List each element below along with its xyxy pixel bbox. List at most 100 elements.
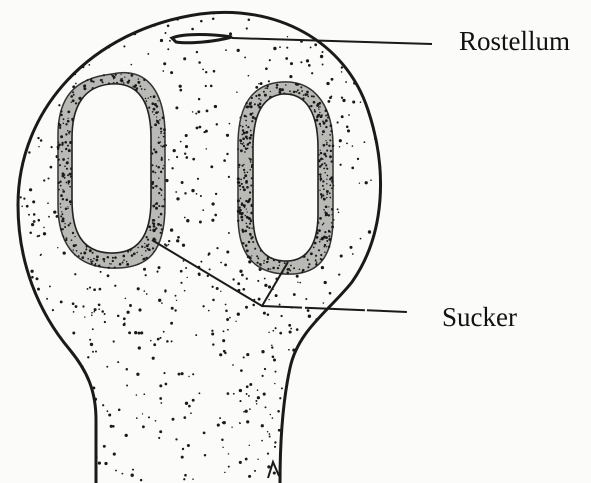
stipple-dot — [345, 81, 347, 83]
sucker-stipple-dot — [247, 126, 249, 128]
stipple-dot — [225, 49, 227, 51]
sucker-stipple-dot — [323, 153, 326, 156]
stipple-dot — [269, 433, 271, 435]
sucker-stipple-dot — [323, 222, 325, 224]
sucker-stipple-dot — [160, 232, 162, 234]
sucker-stipple-dot — [91, 262, 93, 264]
stipple-dot — [31, 276, 34, 279]
stipple-dot — [339, 139, 342, 142]
sucker-stipple-dot — [246, 226, 248, 228]
sucker-stipple-dot — [66, 199, 69, 202]
stipple-dot — [257, 389, 259, 391]
stipple-dot — [158, 437, 160, 439]
sucker-stipple-dot — [256, 255, 258, 257]
sucker-stipple-dot — [322, 134, 324, 136]
sucker-stipple-dot — [126, 263, 129, 266]
stipple-dot — [221, 439, 224, 442]
sucker-stipple-dot — [308, 263, 310, 265]
sucker-stipple-dot — [69, 186, 71, 188]
stipple-dot — [87, 288, 89, 290]
stipple-dot — [72, 332, 75, 335]
sucker-stipple-dot — [240, 189, 241, 190]
sucker-stipple-dot — [250, 134, 253, 137]
stipple-dot — [279, 332, 282, 335]
stipple-dot — [40, 139, 43, 142]
stipple-dot — [229, 123, 231, 125]
sucker-stipple-dot — [307, 96, 309, 98]
stipple-dot — [239, 422, 241, 424]
sucker-stipple-dot — [276, 84, 279, 87]
stipple-dot — [132, 469, 134, 471]
sucker-stipple-dot — [155, 172, 157, 174]
sucker-stipple-dot — [141, 246, 143, 248]
stipple-dot — [140, 331, 143, 334]
sucker-stipple-dot — [245, 222, 247, 224]
sucker-stipple-dot — [332, 183, 333, 184]
stipple-dot — [185, 156, 188, 159]
stipple-dot — [188, 405, 191, 408]
stipple-dot — [113, 340, 115, 342]
stipple-dot — [297, 281, 298, 282]
sucker-stipple-dot — [237, 181, 240, 184]
sucker-stipple-dot — [264, 94, 267, 97]
sucker-stipple-dot — [290, 265, 292, 267]
sucker-stipple-dot — [67, 180, 70, 183]
sucker-stipple-dot — [58, 141, 60, 143]
stipple-dot — [186, 219, 189, 222]
sucker-stipple-dot — [153, 251, 154, 252]
stipple-dot — [123, 45, 125, 47]
stipple-dot — [248, 19, 251, 22]
sucker-stipple-dot — [246, 125, 248, 127]
stipple-dot — [246, 278, 248, 280]
sucker-stipple-dot — [87, 79, 89, 81]
sucker-stipple-dot — [293, 267, 295, 269]
sucker-stipple-dot — [63, 235, 65, 237]
sucker-stipple-dot — [307, 259, 308, 260]
sucker-stipple-dot — [92, 81, 94, 83]
sucker-stipple-dot — [238, 206, 240, 208]
sucker-stipple-dot — [141, 255, 142, 256]
sucker-stipple-dot — [251, 120, 253, 122]
sucker-stipple-dot — [163, 165, 164, 166]
stipple-dot — [166, 340, 169, 343]
stipple-dot — [248, 475, 251, 478]
stipple-dot — [82, 305, 84, 307]
sucker-stipple-dot — [64, 177, 66, 179]
stipple-dot — [305, 298, 307, 300]
stipple-dot — [226, 134, 229, 137]
sucker-stipple-dot — [330, 197, 332, 199]
stipple-dot — [174, 309, 176, 311]
sucker-stipple-dot — [152, 247, 154, 249]
stipple-dot — [91, 314, 93, 316]
sucker-stipple-dot — [329, 192, 331, 194]
stipple-dot — [246, 420, 249, 423]
stipple-dot — [126, 368, 129, 371]
stipple-dot — [117, 361, 119, 363]
stipple-dot — [262, 375, 264, 377]
stipple-dot — [245, 410, 248, 413]
stipple-dot — [172, 418, 175, 421]
sucker-stipple-dot — [332, 160, 333, 161]
sucker-stipple-dot — [153, 225, 156, 228]
stipple-dot — [167, 25, 170, 28]
sucker-stipple-dot — [238, 166, 240, 168]
stipple-dot — [143, 393, 145, 395]
stipple-dot — [94, 308, 97, 311]
stipple-dot — [287, 36, 288, 37]
sucker-stipple-dot — [119, 263, 122, 266]
sucker-stipple-dot — [152, 219, 155, 222]
stipple-dot — [349, 246, 352, 249]
sucker-stipple-dot — [243, 132, 246, 135]
stipple-dot — [47, 177, 49, 179]
stipple-dot — [290, 62, 293, 65]
sucker-stipple-dot — [303, 94, 305, 96]
sucker-stipple-dot — [250, 219, 251, 220]
sucker-stipple-dot — [112, 257, 114, 259]
stipple-dot — [228, 466, 230, 468]
sucker-stipple-dot — [244, 115, 246, 117]
stipple-dot — [320, 55, 323, 58]
sucker-stipple-dot — [87, 258, 89, 260]
sucker-stipple-dot — [60, 203, 62, 205]
sucker-stipple-dot — [267, 258, 269, 260]
sucker-leader-line-horizontal — [262, 306, 408, 312]
